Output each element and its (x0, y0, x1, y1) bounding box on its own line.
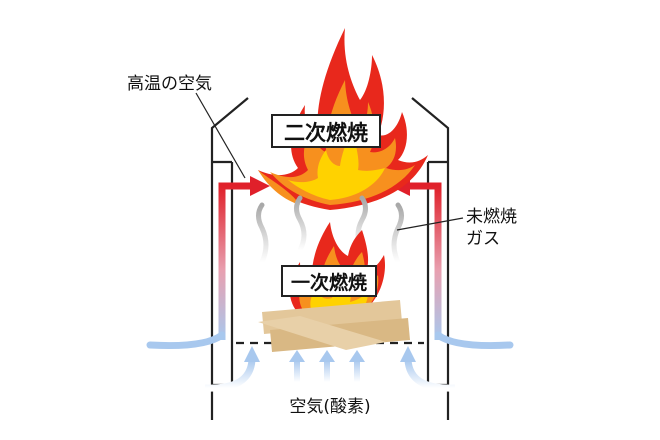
leader-hot-air (195, 92, 246, 179)
unburned-gas-label-line2: ガス (466, 229, 500, 249)
air-arrow-up-3 (349, 350, 365, 382)
air-curve-right-outer (434, 331, 514, 350)
air-arrow-curve-left (204, 359, 256, 392)
hot-air-channel-right (408, 182, 442, 340)
primary-combustion-label: 一次燃焼 (291, 271, 367, 294)
air-arrow-curve-right (404, 359, 456, 392)
unburned-gas-label-line1: 未燃焼 (466, 207, 517, 227)
hot-air-channel-left (218, 182, 252, 340)
wood-logs (258, 300, 410, 352)
air-arrow-up-2 (319, 350, 335, 382)
label-primary-box: 一次燃焼 (281, 265, 377, 297)
gas-wisp-4 (391, 202, 404, 265)
secondary-combustion-label: 二次燃焼 (284, 121, 368, 145)
air-oxygen-label: 空気(酸素) (289, 397, 370, 417)
hot-air-label: 高温の空気 (127, 74, 212, 94)
air-arrows-bottom (204, 346, 456, 392)
label-secondary-box: 二次燃焼 (271, 114, 381, 148)
air-arrow-up-1 (289, 350, 305, 382)
secondary-flame-inner (288, 130, 385, 200)
air-curve-left-outer (146, 331, 226, 350)
hot-air-arrowhead-left (250, 176, 270, 196)
outer-wall-left-top (210, 97, 249, 162)
air-arrowhead-left (244, 346, 260, 362)
air-arrowhead-right (400, 346, 416, 362)
log-3 (258, 316, 386, 350)
air-inlets-outer (146, 331, 514, 350)
outer-wall-right (411, 97, 450, 395)
secondary-flame-left-lick (258, 170, 300, 205)
leader-lines (195, 92, 464, 231)
gas-wisp-2 (294, 195, 307, 253)
gas-wisp-1 (256, 202, 269, 265)
leader-unburned-gas (396, 217, 464, 231)
